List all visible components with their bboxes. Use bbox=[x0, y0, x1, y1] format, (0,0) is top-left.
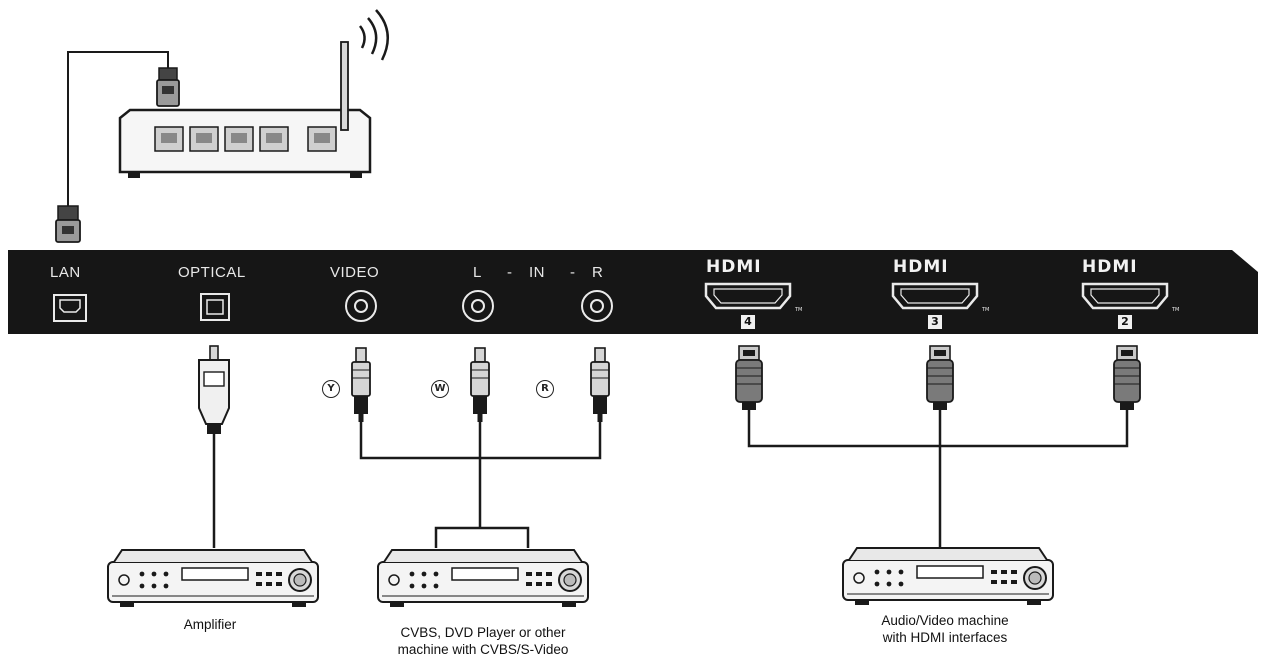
video-label: VIDEO bbox=[330, 264, 380, 281]
router-icon bbox=[118, 41, 372, 178]
hdmi-av-machine-device bbox=[842, 547, 1054, 606]
hdmi-logo: HDMI bbox=[706, 257, 762, 277]
yellow-marker: Y bbox=[322, 380, 340, 398]
tv-back-panel bbox=[8, 250, 1258, 334]
rca-plug-yellow bbox=[352, 348, 370, 422]
video-jack bbox=[345, 290, 377, 322]
cvbs-caption-line1: CVBS, DVD Player or other bbox=[400, 625, 566, 640]
hdmi-port-number: 4 bbox=[741, 315, 755, 329]
wifi-signal-icon bbox=[358, 9, 389, 61]
amplifier-device bbox=[107, 549, 319, 608]
rca-plug-red bbox=[591, 348, 609, 422]
av-caption-line1: Audio/Video machine bbox=[881, 613, 1009, 628]
svg-text:TM: TM bbox=[1171, 307, 1179, 313]
hdmi-port-number: 2 bbox=[1118, 315, 1132, 329]
white-marker: W bbox=[431, 380, 449, 398]
audio-l-label: L bbox=[473, 264, 482, 281]
rca-plug-white bbox=[471, 348, 489, 422]
cvbs-dvd-player-device bbox=[377, 549, 589, 608]
optical-plug bbox=[198, 345, 230, 548]
dash-label: - bbox=[570, 264, 576, 281]
optical-port bbox=[200, 293, 230, 321]
lan-cable bbox=[55, 51, 180, 243]
audio-left-jack bbox=[462, 290, 494, 322]
lan-label: LAN bbox=[50, 264, 81, 281]
dash-label: - bbox=[507, 264, 513, 281]
lan-port bbox=[53, 294, 87, 322]
hdmi-logo: HDMI bbox=[1082, 257, 1138, 277]
hdmi-port-number: 3 bbox=[928, 315, 942, 329]
audio-in-label: IN bbox=[529, 264, 545, 281]
av-caption-line2: with HDMI interfaces bbox=[882, 630, 1008, 645]
rca-cable bbox=[359, 422, 602, 548]
hdmi-plug-2 bbox=[1113, 345, 1141, 411]
audio-right-jack bbox=[581, 290, 613, 322]
svg-text:TM: TM bbox=[794, 307, 802, 313]
cvbs-caption-line2: machine with CVBS/S-Video bbox=[397, 642, 569, 657]
hdmi-plug-3 bbox=[926, 345, 954, 411]
audio-r-label: R bbox=[592, 264, 604, 281]
red-marker: R bbox=[536, 380, 554, 398]
hdmi-cable bbox=[747, 410, 1129, 548]
hdmi-logo: HDMI bbox=[893, 257, 949, 277]
svg-text:TM: TM bbox=[981, 307, 989, 313]
optical-label: OPTICAL bbox=[178, 264, 246, 281]
amplifier-caption: Amplifier bbox=[183, 617, 237, 632]
hdmi-plug-4 bbox=[735, 345, 763, 411]
